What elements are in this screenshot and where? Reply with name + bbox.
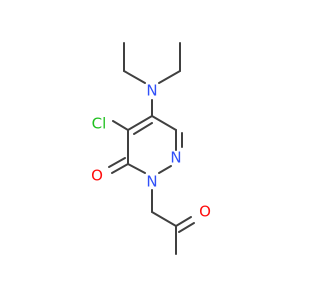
bonds	[108, 42, 195, 255]
bond-c4-cl	[112, 120, 129, 131]
bond-n1-n2	[158, 165, 172, 174]
bond-c4-c5-double	[133, 122, 153, 135]
bond-n-ethyl1-ch2	[123, 70, 146, 84]
bond-c3-o-double	[108, 157, 126, 168]
atom-o-side-carbonyl: O	[199, 203, 211, 221]
atom-o-ring-carbonyl: O	[91, 167, 103, 185]
bond-n2-c3	[127, 163, 146, 174]
atom-n2: N	[146, 173, 157, 191]
bond-c4-c5	[127, 115, 153, 131]
bond-ch2-co	[151, 211, 177, 227]
bond-c3-o	[111, 163, 129, 174]
bond-n-ethyl2-ch2	[158, 70, 181, 84]
atom-n-amine: N	[146, 82, 157, 100]
atom-n1: N	[170, 149, 181, 167]
bond-co-o-double	[178, 222, 195, 233]
atom-labels: N Cl N O N O	[91, 82, 211, 221]
atom-cl: Cl	[92, 115, 107, 133]
bond-co-o	[175, 216, 192, 227]
molecule-structure: N Cl N O N O	[0, 0, 300, 300]
bond-c5-c6	[151, 115, 177, 131]
background	[0, 0, 300, 300]
